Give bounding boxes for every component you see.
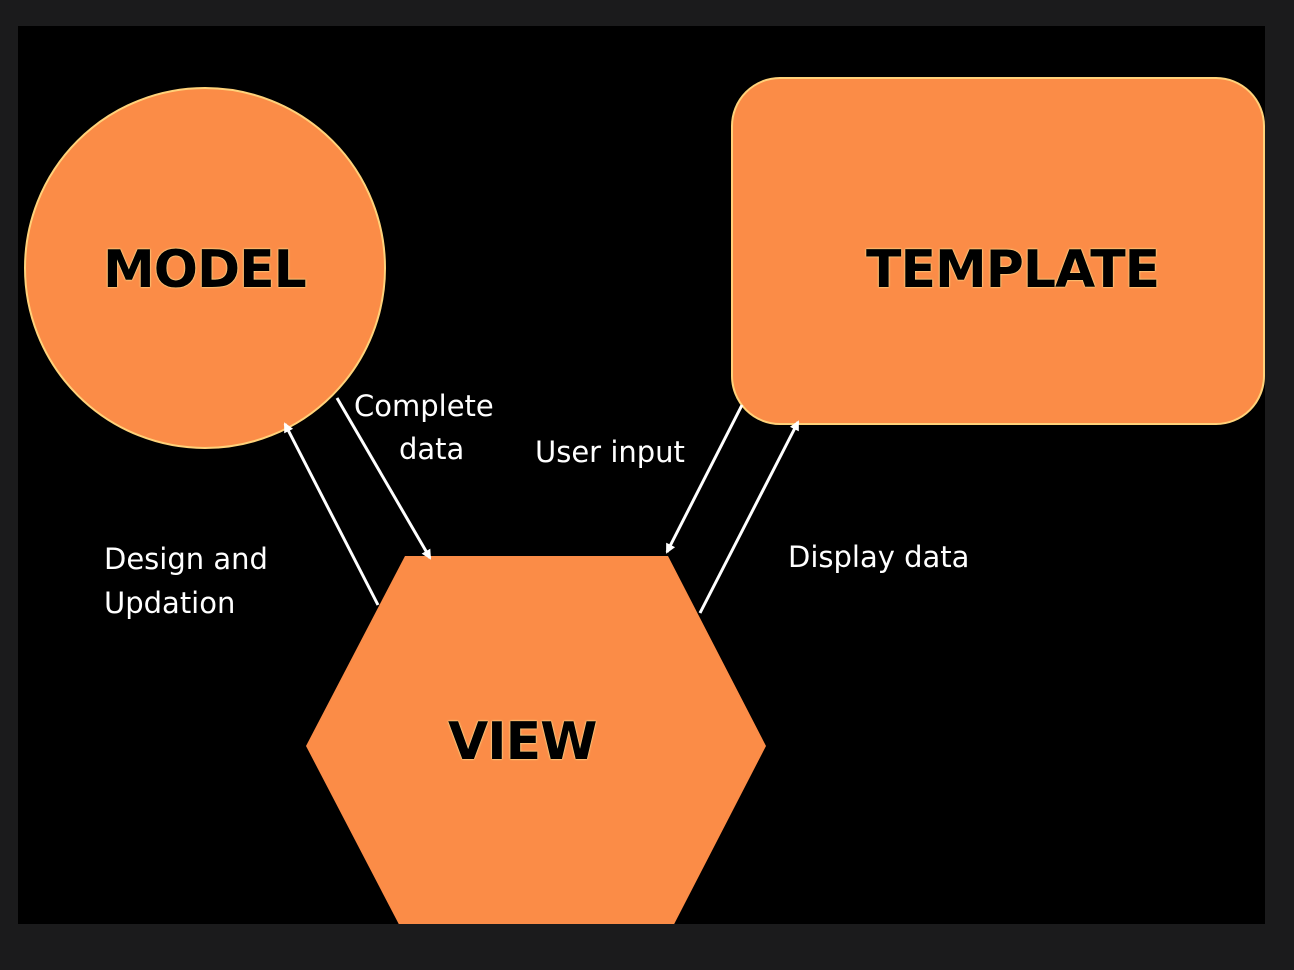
template-node: [731, 77, 1265, 425]
complete-data-label-line2: data: [399, 432, 465, 466]
design-updation-label-line1: Design and: [104, 542, 268, 576]
design-updation-arrow: [283, 422, 380, 606]
display-data-arrow: [698, 420, 800, 614]
template-label: TEMPLATE: [866, 240, 1160, 300]
design-updation-label-line2: Updation: [104, 586, 236, 620]
user-input-arrow: [665, 404, 744, 554]
model-label: MODEL: [103, 240, 307, 300]
view-node: [306, 556, 766, 924]
complete-data-arrow: [335, 397, 432, 560]
display-data-label: Display data: [788, 540, 970, 574]
view-label: VIEW: [448, 712, 597, 772]
model-node: [24, 87, 386, 449]
user-input-label: User input: [535, 435, 685, 469]
complete-data-label-line1: Complete: [354, 389, 494, 423]
